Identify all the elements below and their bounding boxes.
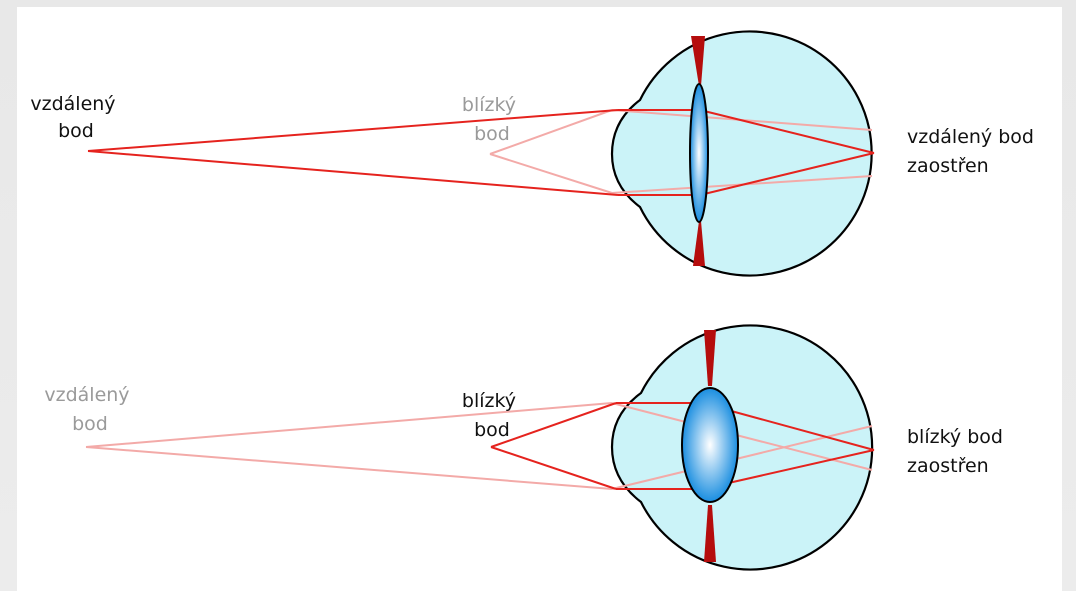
top-iris-upper [691,36,705,86]
top-near-point-label: blízký bod [462,94,522,145]
bottom-eye-group [85,324,875,571]
bottom-focus-label: blízký bod zaostřen [907,426,1009,477]
bottom-eyeball [610,324,874,571]
top-far-point-label: vzdálený bod [30,93,121,142]
diagram-panel [17,7,1062,591]
bottom-lens [681,387,739,503]
top-far-rays [87,109,875,196]
top-eye-group [87,30,875,277]
bottom-far-rays [85,402,873,490]
top-lens [689,83,709,223]
top-iris-lower [693,221,705,266]
top-eyeball [610,30,873,277]
bottom-iris-lower [704,505,716,562]
bottom-iris-upper [704,330,716,386]
top-focus-label: vzdálený bod zaostřen [907,126,1040,177]
bottom-far-point-label: vzdálený bod [44,384,135,435]
bottom-near-point-label: blízký bod [462,390,522,441]
